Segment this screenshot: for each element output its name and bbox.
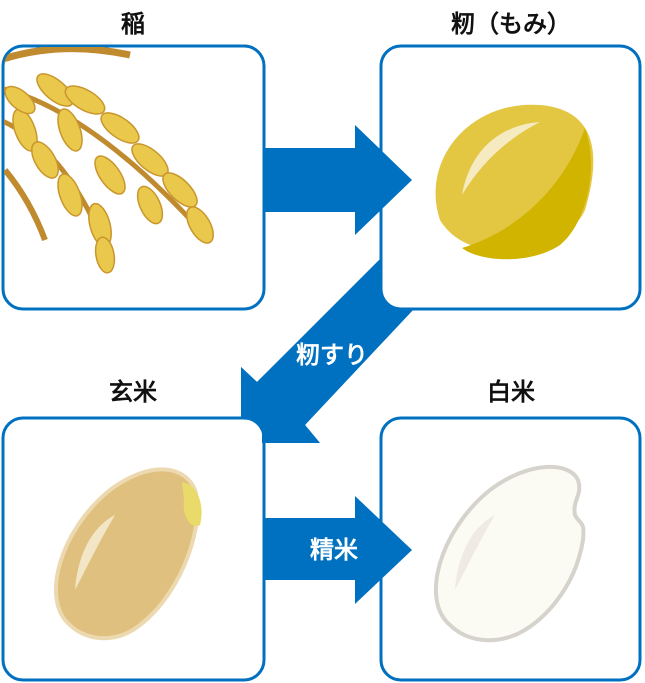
arrow-label-hulling: 籾すり — [296, 341, 368, 369]
label-brown-rice: 玄米 — [109, 378, 157, 406]
arrow-harvest — [265, 125, 412, 235]
arrow-polishing — [265, 496, 412, 604]
paddy-grain-icon — [435, 104, 594, 260]
white-rice-icon — [434, 464, 586, 643]
label-white-rice: 白米 — [487, 378, 535, 406]
arrow-label-polishing: 精米 — [310, 536, 358, 564]
label-rice-plant: 稲 — [121, 10, 145, 38]
label-paddy: 籾（もみ） — [451, 10, 571, 38]
rice-plant-icon — [4, 47, 214, 274]
arrow-hulling-head — [241, 262, 414, 443]
brown-rice-icon — [54, 467, 202, 641]
